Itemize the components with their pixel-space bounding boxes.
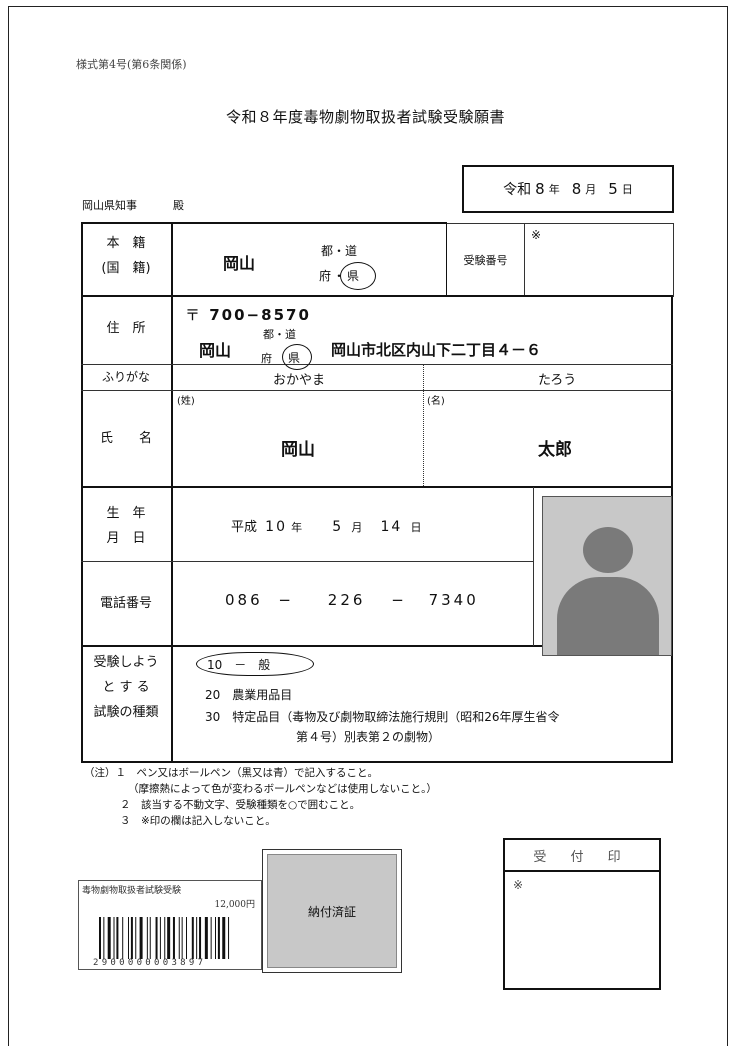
fee-stamp-amount: 12,000円 [214,900,256,910]
address-pref: 岡山 [199,341,232,360]
phone-part3: 7340 [428,591,479,609]
fee-stamp: 毒物劇物取扱者試験受験 12,000円 2900000003897 [78,880,262,970]
exam-number-label: 受験番号 [447,224,525,296]
photo-placeholder-head [583,527,633,573]
domicile-option-to-do: 都・道 [321,244,358,258]
fee-stamp-title: 毒物劇物取扱者試験受験 [82,886,182,896]
phone-part1: 086 [225,591,263,609]
note-1: （注）１ ペン又はボールペン（黒又は青）で記入すること。 [84,767,378,779]
address-option-ken: 県 [288,351,301,365]
photo-placeholder-body [557,577,659,655]
birth-era: 平成 [231,520,258,535]
document-page [8,6,728,1046]
domicile-label: 本 籍 (国 籍) [81,232,171,281]
date-year-unit: 年 [548,183,560,196]
exam-type-option-agricultural: 20 農業用品目 [205,688,293,702]
payment-proof-label: 納付済証 [267,854,397,968]
family-name-tag: (姓) [177,396,195,407]
given-name: 太郎 [538,440,572,460]
address-option-to-do: 都・道 [263,328,296,341]
domicile-label-line1: 本 籍 [106,236,146,251]
exam-type-option-specific-line1: 30 特定品目（毒物及び劇物取締法施行規則（昭和26年厚生省令 [205,710,560,724]
phone-sep2: − [391,591,407,609]
exam-type-label-line1: 受験しよう [93,655,159,670]
postal-mark: 〒 [185,306,203,324]
birth-day-unit: 日 [410,521,422,534]
phone-sep1: − [278,591,294,609]
exam-type-option-specific-line2: 第４号）別表第２の劇物） [296,730,441,744]
exam-type-label: 受験しよう と す る 試験の種類 [81,650,171,725]
application-form-grid: 本 籍 (国 籍) 住 所 ふりがな 氏 名 生 年 月 日 電話番号 受験しよ… [81,222,673,763]
note-1b: （摩擦熱によって色が変わるボールペンなどは使用しないこと。） [128,783,437,795]
furigana-given: たろう [538,373,577,388]
exam-type-label-line3: 試験の種類 [93,705,159,720]
domicile-option-fu: 府 [319,269,332,283]
application-date: 令和 8 年 8 月 5 日 [462,165,674,213]
domicile-ken-circle [340,262,376,290]
address-option-fu: 府 [261,352,272,365]
phone-part2: 226 [327,591,366,609]
exam-type-circle [196,652,314,676]
exam-type-option-general: 10 － 般 [207,658,271,672]
reception-stamp-label: 受 付 印 [505,840,659,872]
phone-number: 086 − 226 − 7340 [225,591,479,609]
postal-code-value: 700−8570 [209,306,311,324]
address-ken-circle [282,344,312,370]
date-month-unit: 月 [585,183,597,196]
barcode-digits: 2900000003897 [93,958,207,968]
birth-date: 平成 10 年 5 月 14 日 [231,516,421,535]
birth-label: 生 年 月 日 [81,502,171,551]
name-label: 氏 名 [99,431,152,446]
domicile-label-line2: (国 籍) [101,260,151,276]
date-day-unit: 日 [621,183,633,196]
domicile-pref: 岡山 [223,254,256,273]
addressee-honorific: 殿 [173,199,184,212]
barcode-icon [99,917,230,959]
date-year: 8 [535,180,545,198]
date-era: 令和 [503,182,532,198]
domicile-option-ken: 県 [347,269,360,283]
note-2: ２ 該当する不動文字、受験種類を○で囲むこと。 [120,799,361,811]
birth-month-unit: 月 [351,521,363,534]
family-name: 岡山 [281,440,315,460]
date-month: 8 [571,180,582,198]
reception-mark: ※ [513,878,524,892]
furigana-label: ふりがな [101,370,150,384]
birth-label-line2: 月 日 [106,530,146,546]
birth-month: 5 [332,519,342,535]
document-title: 令和８年度毒物劇物取扱者試験受験願書 [225,108,505,126]
form-reference: 様式第4号(第6条関係) [76,58,187,71]
given-name-tag: (名) [427,396,445,407]
note-3: ３ ※印の欄は記入しないこと。 [120,815,276,827]
payment-proof-box: 納付済証 [262,849,402,973]
birth-day: 14 [380,519,403,535]
date-day: 5 [608,180,618,198]
notes: （注）１ ペン又はボールペン（黒又は青）で記入すること。 （摩擦熱によって色が変… [84,765,437,829]
phone-label: 電話番号 [99,596,152,611]
address-label: 住 所 [106,321,146,336]
addressee: 岡山県知事 殿 [82,197,184,213]
address-street: 岡山市北区内山下二丁目４－６ [331,341,542,359]
furigana-family: おかやま [273,373,326,388]
applicant-photo [542,496,672,656]
postal-code: 〒 700−8570 [185,304,311,325]
birth-label-line1: 生 年 [106,506,146,521]
addressee-name: 岡山県知事 [82,199,137,212]
birth-year-unit: 年 [291,521,303,534]
reception-stamp-box: 受 付 印 ※ [503,838,661,990]
exam-number-mark: ※ [531,228,542,242]
birth-year: 10 [265,519,287,535]
exam-type-label-line2: と す る [102,680,150,695]
